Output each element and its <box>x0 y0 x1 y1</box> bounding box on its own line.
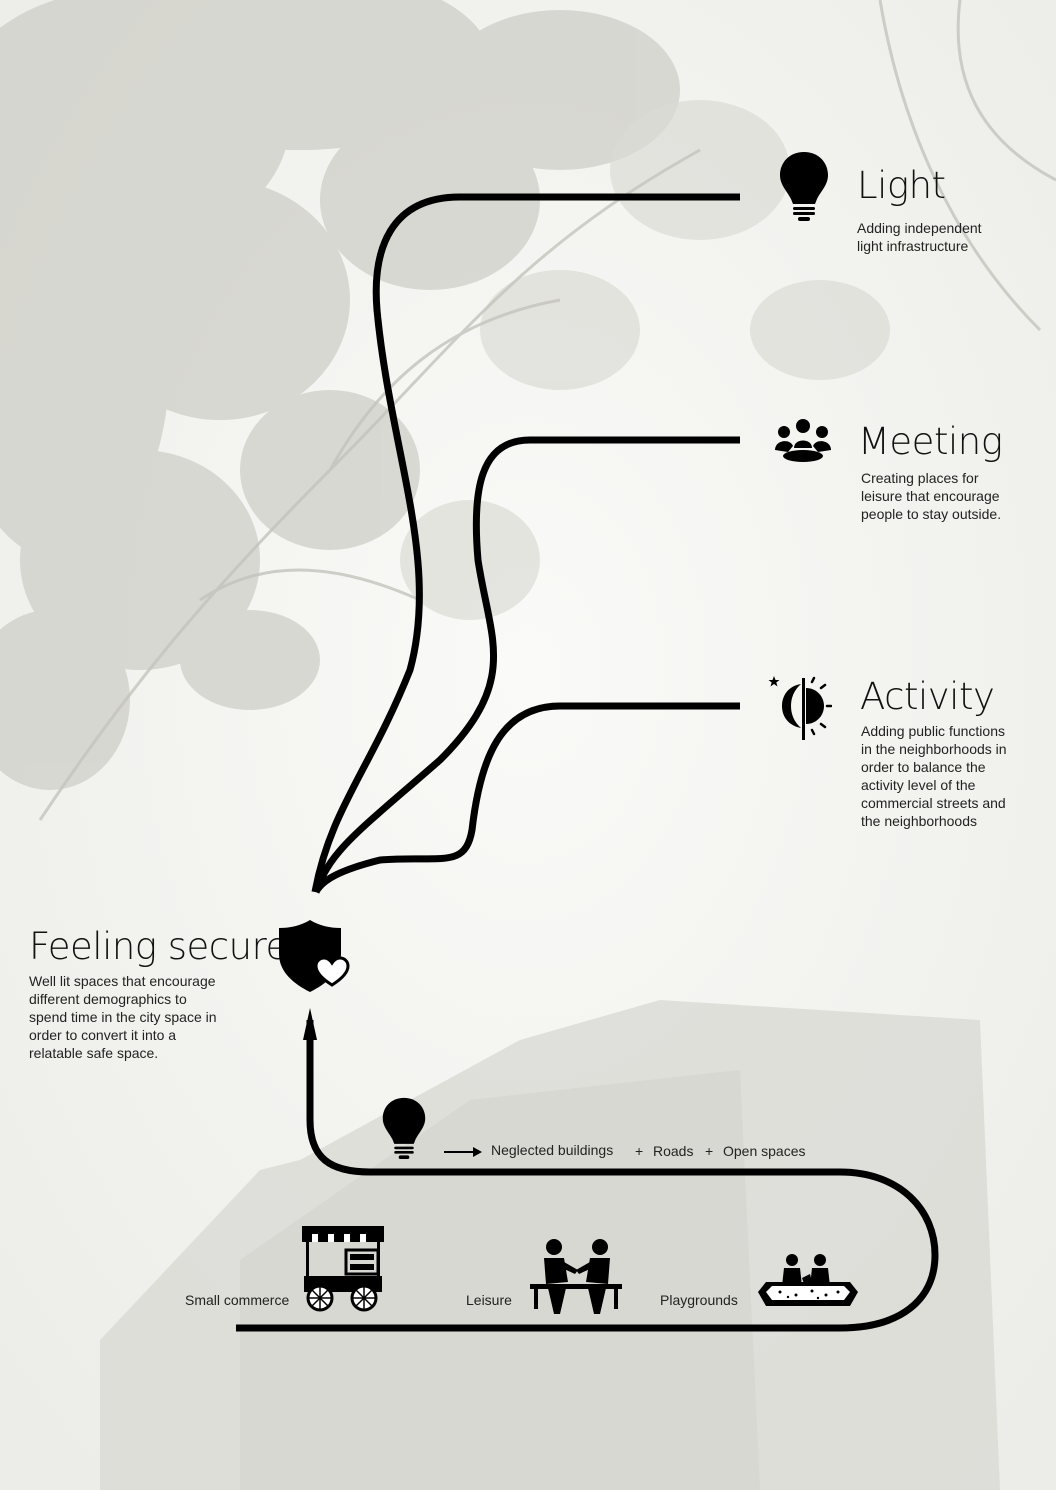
leisure-label: Leisure <box>466 1292 512 1308</box>
people-on-bench-icon <box>530 1239 622 1314</box>
target-separator-1: + <box>635 1143 644 1159</box>
meeting-branch-line <box>312 436 740 894</box>
target-separator-2: + <box>705 1143 714 1159</box>
shield-heart-icon <box>279 920 350 992</box>
lightbulb-small-icon <box>382 1097 426 1159</box>
activity-description: Adding public functions in the neighborh… <box>861 723 1007 829</box>
street-cart-icon <box>302 1226 384 1312</box>
light-title: Light <box>857 164 946 207</box>
activity-title: Activity <box>860 675 995 718</box>
target-roads: Roads <box>653 1143 694 1159</box>
target-open-spaces: Open spaces <box>723 1143 806 1159</box>
lightbulb-icon <box>780 152 828 221</box>
playgrounds-label: Playgrounds <box>660 1292 738 1308</box>
sandbox-kids-icon <box>758 1254 858 1306</box>
feeling-secure-title: Feeling secure <box>29 925 288 968</box>
target-neglected-buildings: Neglected buildings <box>491 1142 614 1158</box>
meeting-description: Creating places for leisure that encoura… <box>861 470 1002 522</box>
activity-branch-line <box>312 702 740 894</box>
people-group-icon <box>775 419 831 462</box>
meeting-title: Meeting <box>858 420 1003 463</box>
arrow-right-icon <box>444 1147 482 1157</box>
path-tip-up <box>303 1008 317 1040</box>
lower-path-line <box>236 1020 939 1332</box>
feeling-secure-description: Well lit spaces that encourage different… <box>29 973 217 1061</box>
day-night-icon <box>768 676 832 740</box>
light-description: Adding independent light infrastructure <box>857 220 982 254</box>
small-commerce-label: Small commerce <box>185 1292 290 1308</box>
light-branch-line <box>311 193 740 893</box>
